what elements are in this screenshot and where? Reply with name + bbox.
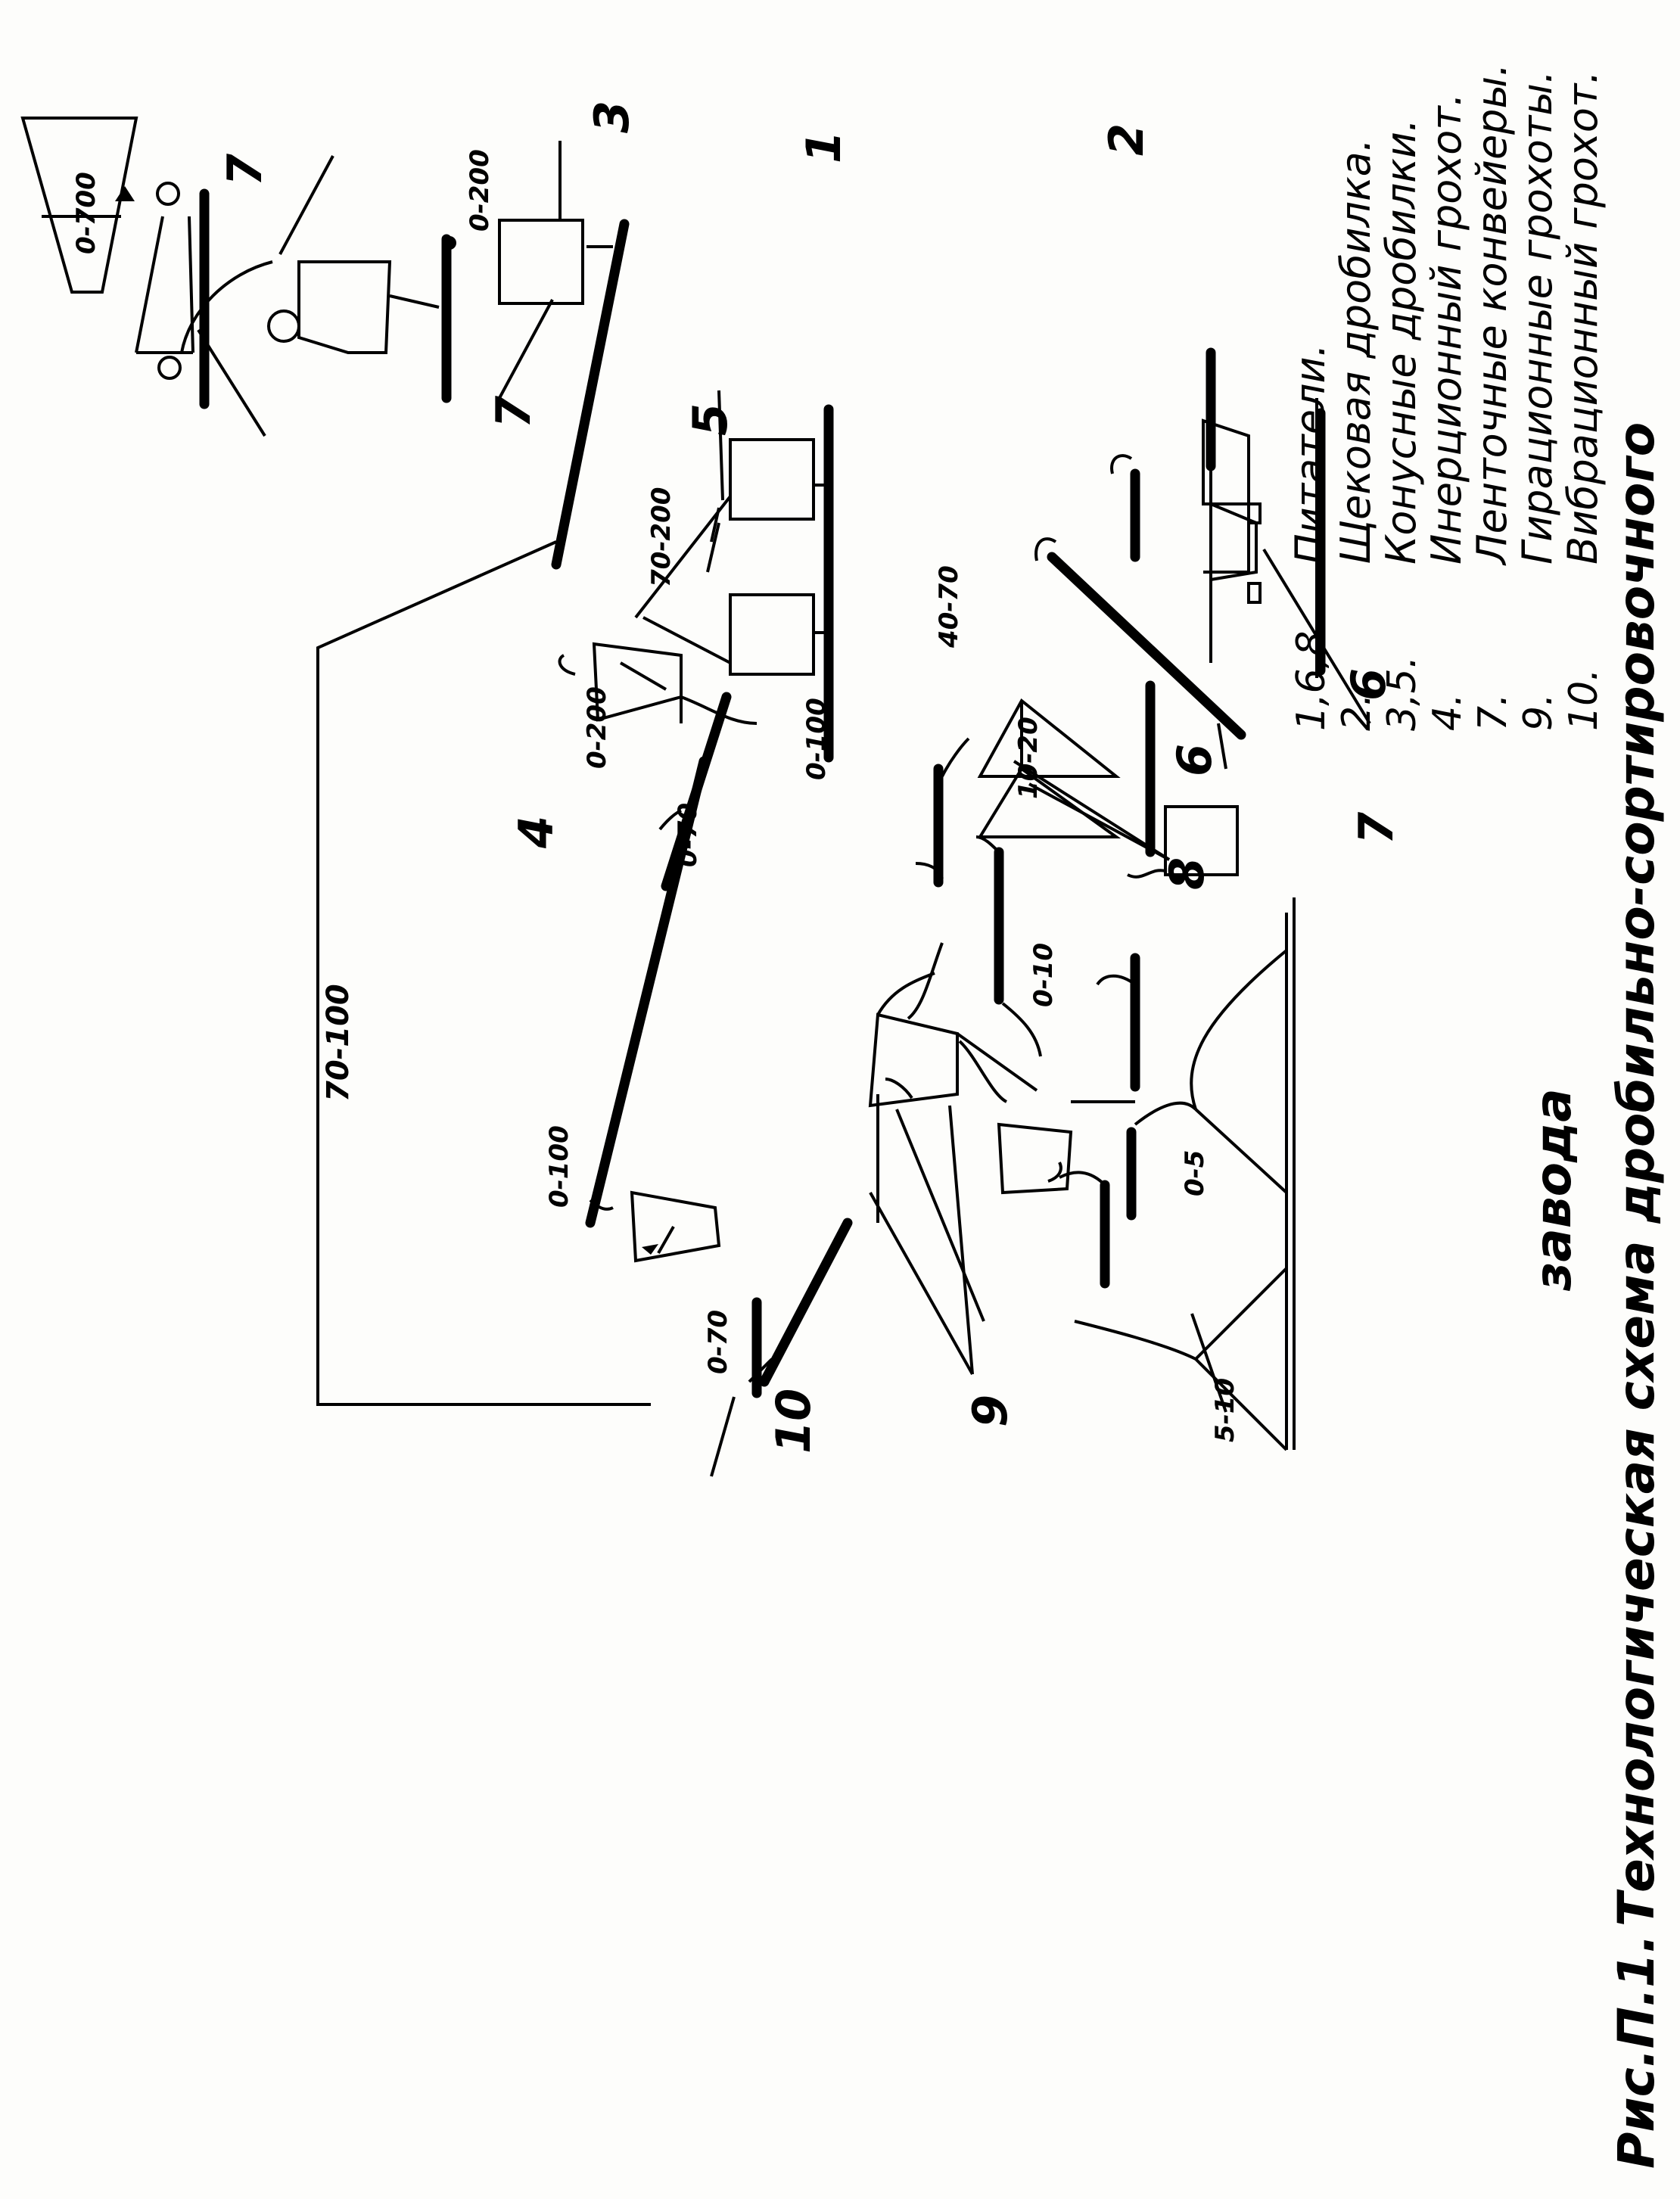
callout-7-top: 7 bbox=[217, 153, 272, 186]
cone-crushers-5 bbox=[634, 390, 834, 763]
legend-text-6: Гирационные грохоты. bbox=[1514, 70, 1561, 565]
callout-7-right: 7 bbox=[1349, 811, 1404, 844]
label-0-200-screen: 0-200 bbox=[582, 686, 612, 769]
callout-9: 9 bbox=[963, 1395, 1018, 1427]
callout-10: 10 bbox=[766, 1389, 821, 1454]
legend-codes-1: 1,6,8. bbox=[1289, 618, 1334, 731]
label-70-100: 70-100 bbox=[321, 984, 356, 1102]
callout-2: 2 bbox=[1099, 123, 1154, 156]
legend-text-1: Питатели. bbox=[1286, 344, 1334, 565]
label-0-10: 0-10 bbox=[1028, 943, 1059, 1007]
feed-hopper bbox=[20, 117, 138, 294]
main-inclined-conveyor bbox=[551, 219, 630, 570]
bottom-feeder-6 bbox=[1164, 805, 1239, 876]
figure-title-line-2: завода bbox=[1524, 1088, 1582, 1292]
cone-crusher-3 bbox=[498, 219, 584, 305]
label-70-200: 70-200 bbox=[646, 487, 677, 587]
callout-6-bottom: 6 bbox=[1167, 744, 1222, 776]
legend-codes-5: 7. bbox=[1470, 693, 1516, 731]
label-0-70-b: 0-70 bbox=[703, 1310, 733, 1374]
callout-3: 3 bbox=[584, 101, 639, 133]
legend-codes-2: 2. bbox=[1334, 693, 1380, 731]
gyratory-screens bbox=[868, 972, 1073, 1322]
label-0-700: 0-700 bbox=[71, 172, 101, 254]
label-0-5: 0-5 bbox=[1180, 1150, 1210, 1196]
vibrating-screen bbox=[589, 1190, 721, 1263]
legend-text-4: Инерционный грохот. bbox=[1423, 93, 1470, 565]
return-line-70-100 bbox=[316, 540, 651, 1406]
label-0-100-b: 0-100 bbox=[544, 1125, 574, 1208]
storage-bins-right bbox=[1202, 408, 1326, 676]
legend-codes-7: 10. bbox=[1561, 668, 1607, 731]
legend-codes-6: 9. bbox=[1516, 693, 1561, 731]
callout-5: 5 bbox=[683, 403, 738, 436]
callout-7-mid: 7 bbox=[486, 395, 541, 428]
figure-number: Рис.П.1. bbox=[1607, 1934, 1666, 2169]
label-0-70-a: 0-70 bbox=[673, 803, 703, 867]
label-0-200-jaw: 0-200 bbox=[465, 149, 495, 232]
stockpile-5-10 bbox=[1194, 1193, 1288, 1451]
label-10-20: 10-20 bbox=[1013, 717, 1044, 799]
inclined-conveyor-right bbox=[1047, 552, 1246, 740]
callout-6-right: 6 bbox=[1341, 668, 1396, 701]
jaw-crusher bbox=[267, 155, 392, 354]
callout-1: 1 bbox=[796, 131, 851, 163]
legend-text-2: Щековая дробилка. bbox=[1332, 138, 1380, 565]
label-5-10: 5-10 bbox=[1210, 1378, 1240, 1442]
belt-feeder-1 bbox=[135, 182, 273, 380]
callout-8: 8 bbox=[1159, 857, 1215, 890]
legend-codes-3: 3,5. bbox=[1380, 656, 1425, 731]
label-40-70: 40-70 bbox=[934, 565, 964, 649]
legend-text-7: Вибрационный грохот. bbox=[1559, 70, 1607, 565]
figure-title: Технологическая схема дробильно-сортиров… bbox=[1607, 422, 1666, 1927]
feeders-8 bbox=[977, 680, 1171, 861]
conveyor-to-screen-9 bbox=[759, 1218, 853, 1387]
stockpile-0-5 bbox=[1190, 913, 1288, 1194]
ground-hatching bbox=[1293, 398, 1318, 1450]
label-0-100-a: 0-100 bbox=[801, 698, 832, 780]
legend: 1,6,8. Питатели. 2. Щековая дробилка. 3,… bbox=[1286, 64, 1607, 731]
legend-codes-4: 4. bbox=[1425, 693, 1470, 731]
legend-text-5: Ленточные конвейеры. bbox=[1468, 64, 1516, 566]
callout-4: 4 bbox=[509, 816, 564, 849]
legend-text-3: Конусные дробилки. bbox=[1377, 119, 1425, 565]
long-conveyor-to-screens bbox=[585, 756, 709, 1228]
